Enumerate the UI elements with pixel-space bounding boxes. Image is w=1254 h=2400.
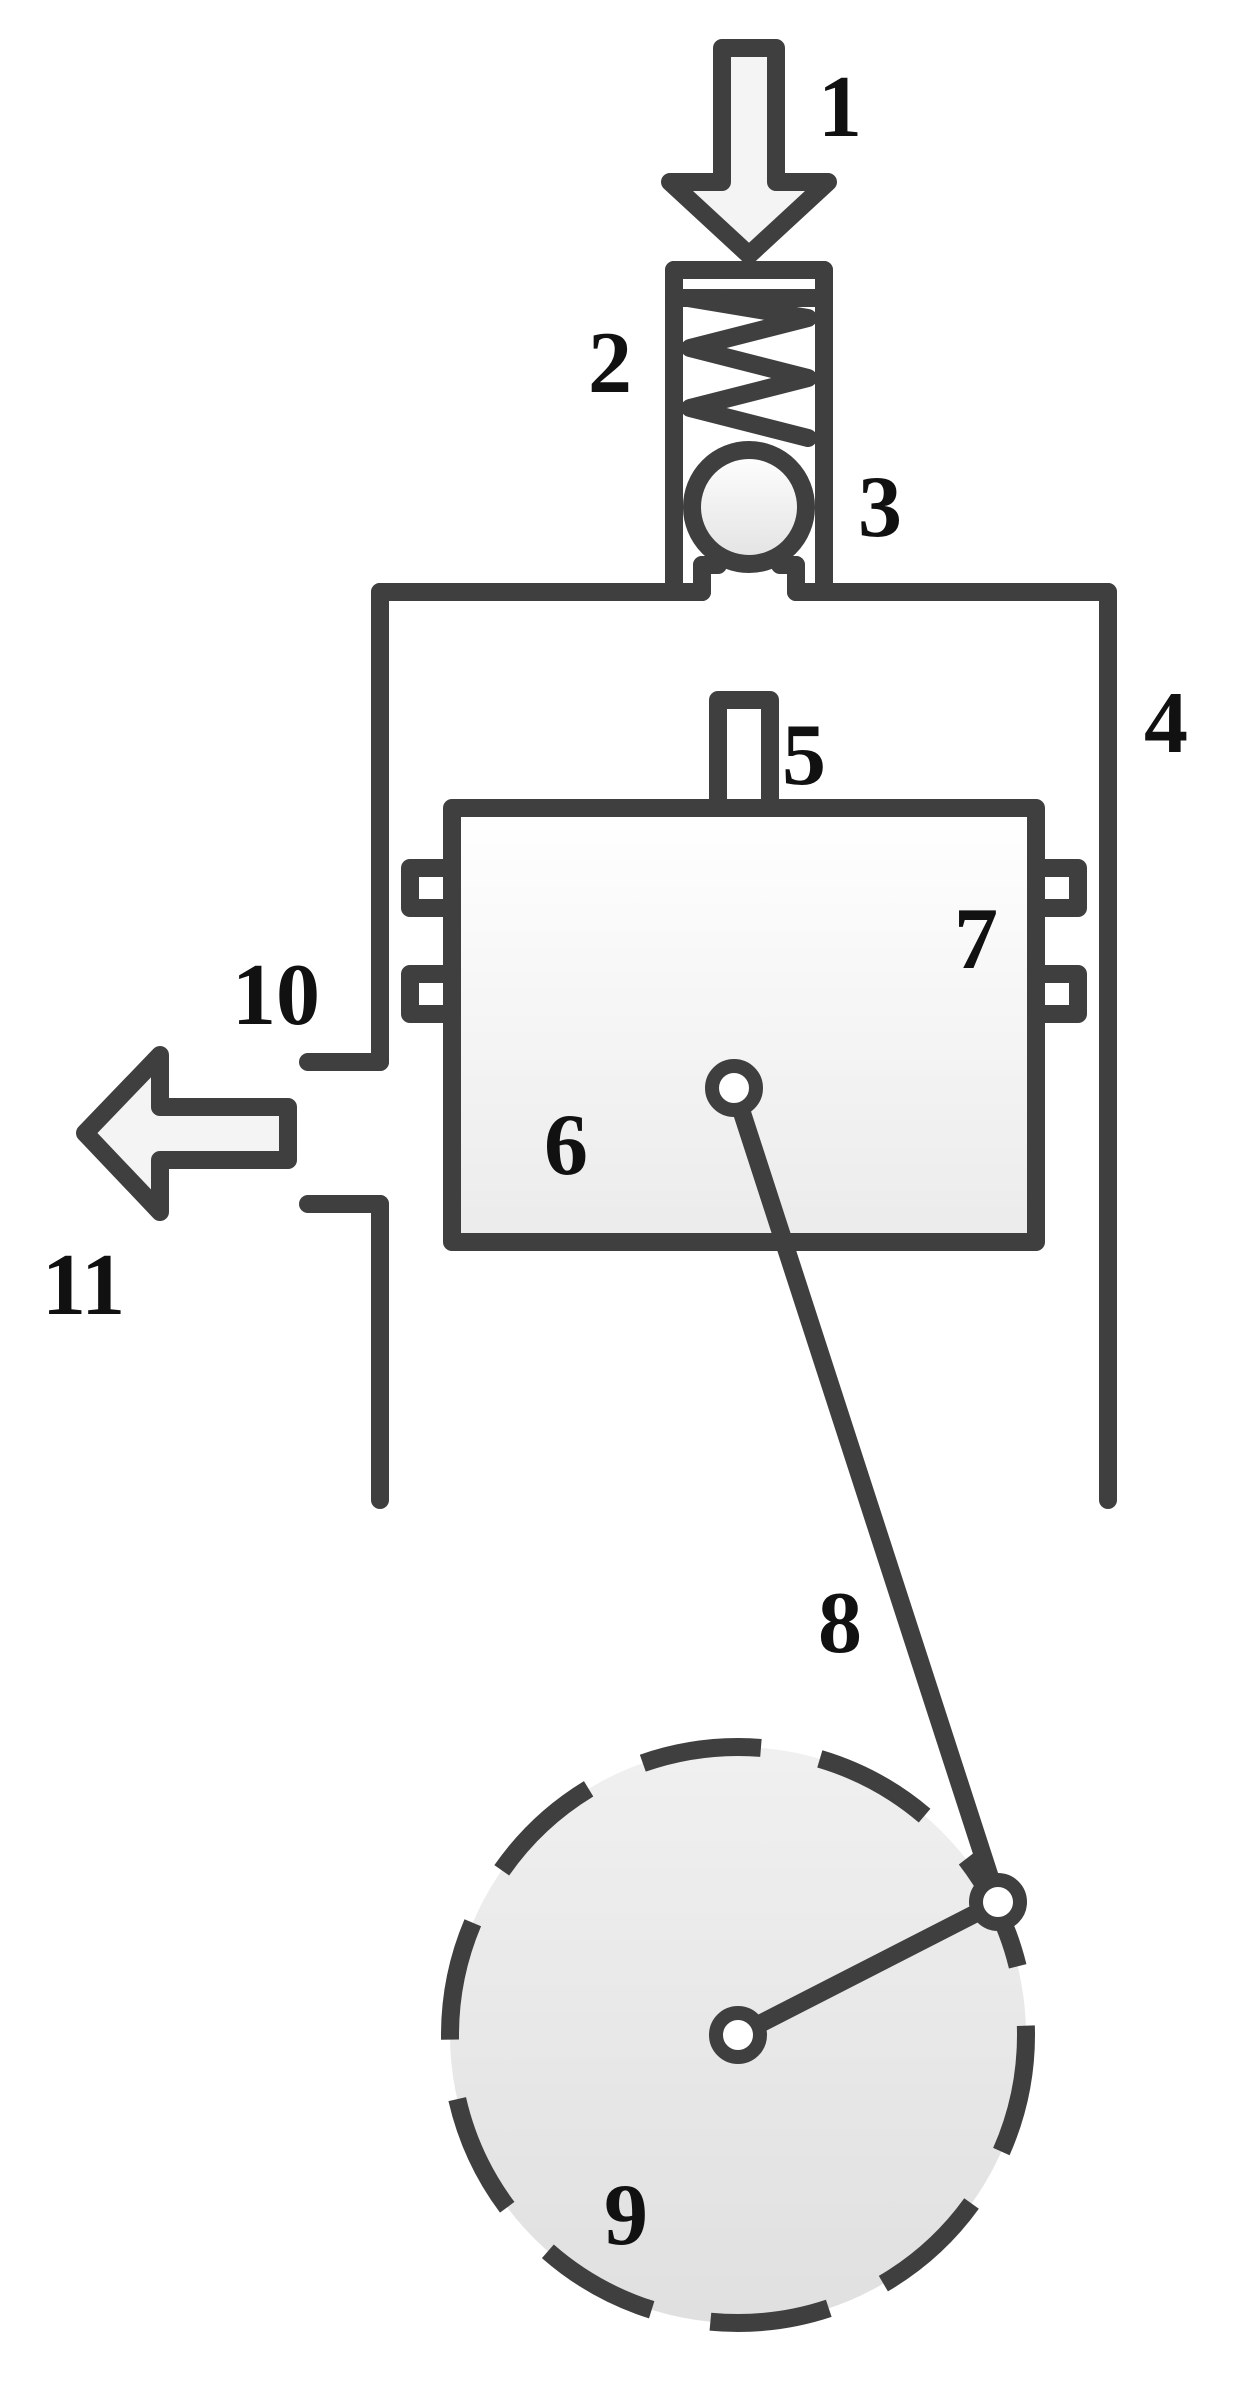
- piston: [443, 799, 1045, 1251]
- piston-rod: [709, 691, 779, 817]
- crank-pin: [969, 1873, 1027, 1931]
- label-6: 6: [544, 1097, 588, 1194]
- valve-spring: [679, 289, 817, 447]
- label-7: 7: [954, 891, 998, 988]
- label-11: 11: [42, 1237, 125, 1334]
- label-10: 10: [232, 947, 320, 1044]
- check-ball: [683, 441, 815, 573]
- label-8: 8: [818, 1575, 862, 1672]
- inlet-arrow: [661, 39, 837, 264]
- label-2: 2: [588, 315, 632, 412]
- wrist-pin: [705, 1059, 763, 1117]
- crank-center: [709, 2006, 767, 2064]
- label-9: 9: [604, 2167, 648, 2264]
- cylinder: [299, 583, 1117, 1509]
- crank-arm: [729, 1893, 1007, 2044]
- outlet-arrow: [76, 1046, 297, 1221]
- label-3: 3: [858, 459, 902, 556]
- label-5: 5: [782, 707, 826, 804]
- crank-disc-outline: [441, 1738, 1035, 2332]
- connecting-rod: [725, 1079, 1007, 1911]
- label-4: 4: [1144, 675, 1188, 772]
- piston-rings: [401, 859, 1087, 1023]
- label-1: 1: [818, 59, 862, 156]
